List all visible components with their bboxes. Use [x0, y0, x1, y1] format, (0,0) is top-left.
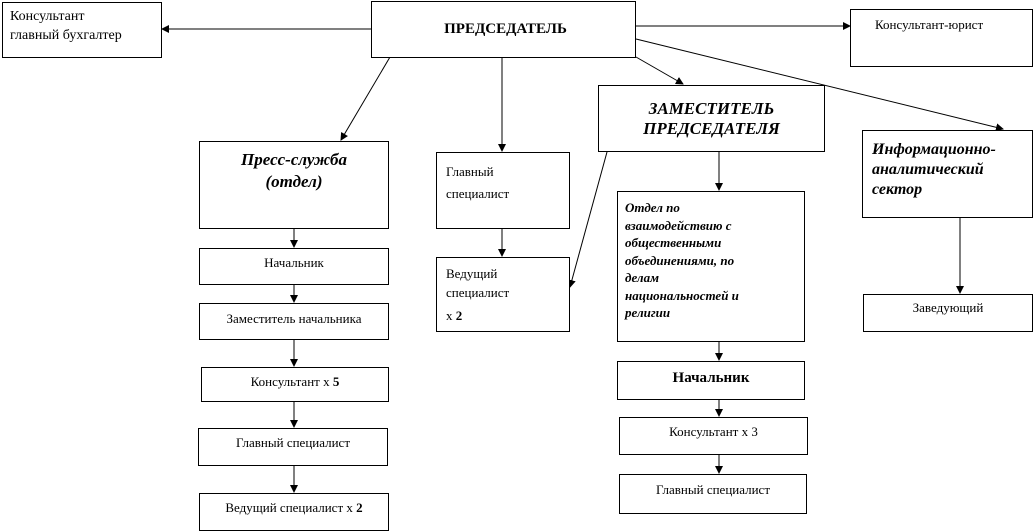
arrow-to-info: [635, 38, 1004, 132]
relations-dept-box: Отдел по взаимодействию с общественными …: [617, 191, 805, 342]
press-deputy-label: Заместитель начальника: [226, 310, 362, 326]
press-leading-count: 2: [356, 500, 363, 515]
arrow-to-deputy: [635, 56, 684, 85]
relations-chief-box: Начальник: [617, 361, 805, 400]
consultant-lawyer-box: Консультант-юрист: [850, 9, 1033, 67]
info-sector-label: Информационно- аналитический сектор: [872, 141, 996, 198]
middle-leading-count-prefix: х: [446, 308, 456, 323]
relations-dept-label: Отдел по взаимодействию с общественными …: [625, 200, 739, 320]
press-consultant-text: Консультант х: [250, 373, 333, 389]
consultant-accountant-box: Консультант главный бухгалтер: [2, 2, 162, 58]
press-service-box: Пресс-служба (отдел): [199, 141, 389, 229]
press-chief-specialist-box: Главный специалист: [198, 428, 388, 466]
deputy-chairman-label: ЗАМЕСТИТЕЛЬ ПРЕДСЕДАТЕЛЯ: [643, 98, 780, 138]
info-head-box: Заведующий: [863, 294, 1033, 332]
press-deputy-box: Заместитель начальника: [199, 303, 389, 340]
press-service-label: Пресс-служба (отдел): [241, 150, 347, 191]
relations-chief-label: Начальник: [672, 370, 750, 386]
press-chief-specialist-label: Главный специалист: [235, 435, 351, 450]
relations-chief-specialist-box: Главный специалист: [619, 474, 807, 514]
deputy-chairman-box: ЗАМЕСТИТЕЛЬ ПРЕДСЕДАТЕЛЯ: [598, 85, 825, 152]
consultant-accountant-label: Консультант главный бухгалтер: [10, 9, 122, 43]
chairman-box: ПРЕДСЕДАТЕЛЬ: [371, 1, 636, 58]
consultant-lawyer-label: Консультант-юрист: [875, 17, 984, 32]
press-leading-specialist-label: Ведущий специалист х 2: [225, 500, 362, 516]
arrow-to-press: [340, 56, 391, 141]
info-sector-box: Информационно- аналитический сектор: [862, 130, 1033, 218]
info-head-label: Заведующий: [912, 300, 984, 315]
middle-leading-specialist-label: Ведущий специалист: [446, 266, 510, 300]
press-consultant-count: 5: [332, 373, 340, 389]
middle-leading-count: 2: [455, 308, 463, 323]
middle-leading-count-row: х 2: [446, 308, 569, 324]
relations-consultant-label: Консультант х 3: [669, 424, 758, 439]
relations-chief-specialist-label: Главный специалист: [655, 482, 771, 497]
press-chief-box: Начальник: [199, 248, 389, 285]
press-consultant-box: Консультант х 5: [201, 367, 389, 402]
chairman-label: ПРЕДСЕДАТЕЛЬ: [444, 21, 567, 37]
arrow-deputy-to-middle: [567, 151, 608, 288]
middle-chief-specialist-label: Главный специалист: [446, 164, 510, 201]
press-leading-text: Ведущий специалист х: [225, 500, 357, 515]
middle-chief-specialist-box: Главный специалист: [436, 152, 570, 229]
press-chief-label: Начальник: [264, 254, 324, 270]
press-consultant-label: Консультант х 5: [251, 374, 340, 390]
press-leading-specialist-box: Ведущий специалист х 2: [199, 493, 389, 531]
middle-leading-specialist-box: Ведущий специалист х 2: [436, 257, 570, 332]
relations-consultant-box: Консультант х 3: [619, 417, 808, 455]
